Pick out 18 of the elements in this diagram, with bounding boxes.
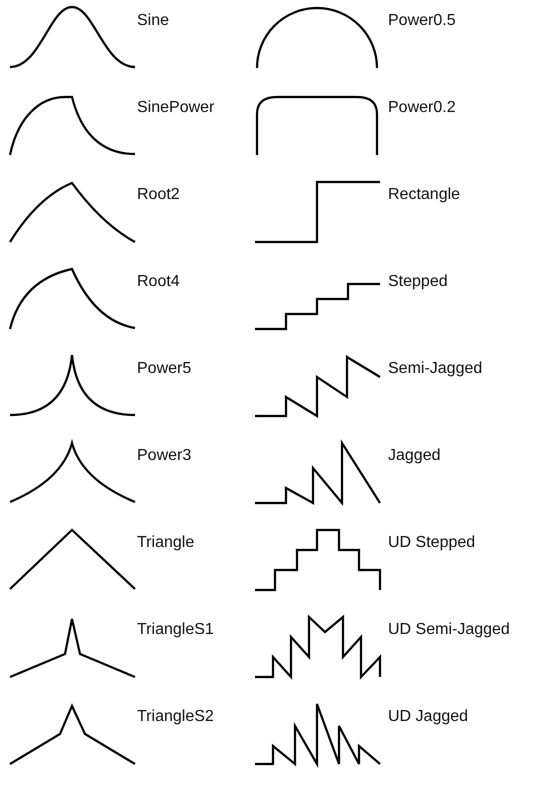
curve-name: TriangleS1 — [137, 620, 214, 640]
curve-name: SinePower — [137, 98, 214, 118]
curve-name: Power0.5 — [388, 11, 456, 31]
curve-name: Stepped — [388, 272, 448, 292]
curve-name: Power3 — [137, 446, 192, 466]
curve-name: Power0.2 — [388, 98, 456, 118]
curve-name: UD Stepped — [388, 533, 476, 553]
curve-name: Jagged — [388, 446, 440, 466]
curve-name: Root4 — [137, 272, 180, 292]
curve-name: Root2 — [137, 185, 180, 205]
curve-name: UD Semi-Jagged — [388, 620, 510, 640]
curve-name: Semi-Jagged — [388, 359, 482, 379]
curve-name: Rectangle — [388, 185, 460, 205]
curve-name: Power5 — [137, 359, 192, 379]
curve-name: UD Jagged — [388, 707, 468, 727]
curve-name: TriangleS2 — [137, 707, 214, 727]
curve-name: Triangle — [137, 533, 194, 553]
curve-name: Sine — [137, 11, 170, 31]
